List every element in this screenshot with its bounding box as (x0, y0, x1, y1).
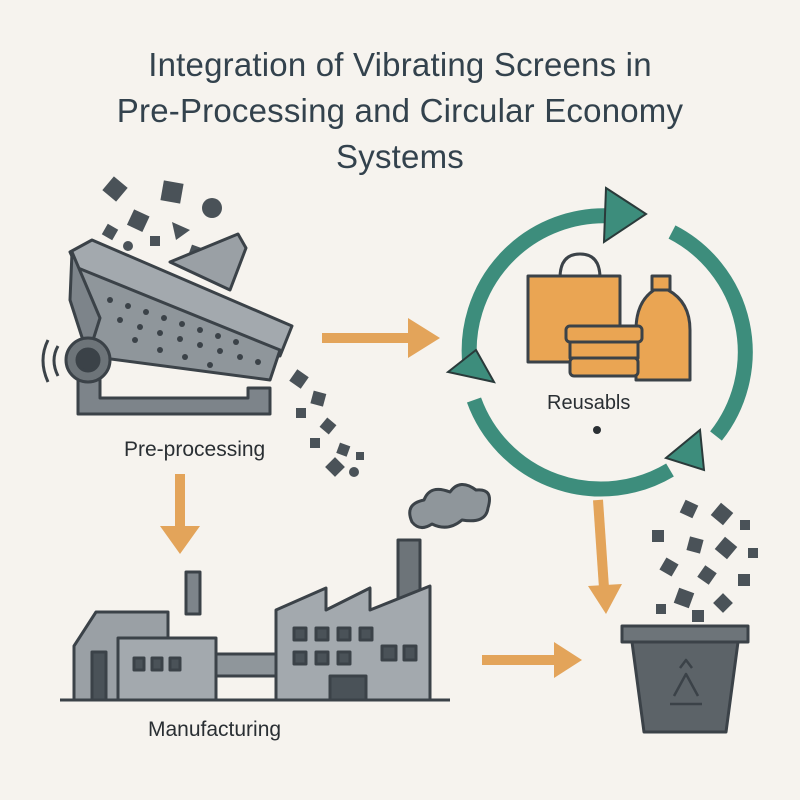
factory-icon (60, 483, 491, 702)
bottle-icon (634, 274, 692, 382)
arrow-to-reusables (322, 318, 440, 358)
arrow-to-manufacturing (160, 474, 200, 554)
container-icon (564, 324, 644, 378)
smoke-icon (408, 483, 491, 529)
vibrating-screen-icon (41, 176, 364, 477)
label-manufacturing: Manufacturing (148, 718, 282, 741)
title-line-2: Pre-Processing and Circular Economy (116, 92, 684, 129)
recycling-bin-icon (620, 499, 758, 734)
arrow-reusables-to-bin (588, 499, 622, 614)
title-line-1: Integration of Vibrating Screens in (148, 46, 652, 83)
flow-arrows (160, 318, 622, 678)
bin-particles (652, 499, 758, 622)
label-preprocessing: Pre-processing (124, 438, 266, 461)
bullet-dot (593, 426, 601, 434)
input-particles (101, 176, 222, 258)
title-line-3: Systems (336, 138, 464, 175)
circular-economy-cycle-icon (445, 186, 753, 497)
recycle-symbol-icon (670, 658, 702, 706)
reusable-items (526, 252, 692, 382)
arrow-to-recycling (482, 642, 582, 678)
diagram-title: Integration of Vibrating Screens in Pre-… (0, 42, 800, 180)
label-reusables: Reusabls (547, 392, 631, 414)
